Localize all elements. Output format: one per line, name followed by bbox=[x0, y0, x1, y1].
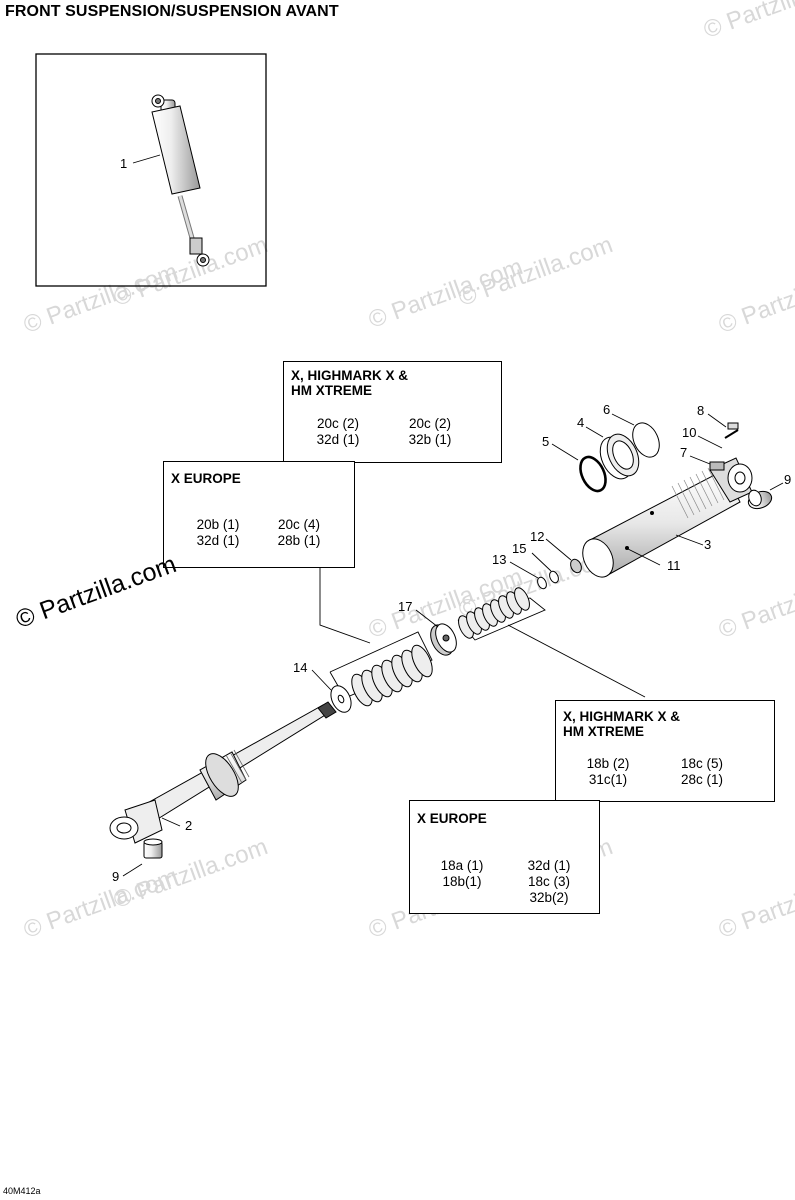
callout-9: 9 bbox=[112, 869, 119, 884]
callout-4: 4 bbox=[577, 415, 584, 430]
seal-parts bbox=[579, 422, 660, 493]
spring-stack bbox=[351, 644, 433, 707]
small-washers bbox=[537, 558, 582, 590]
kit-part: 28b (1) bbox=[277, 533, 321, 548]
kit-part: 18b (2) bbox=[586, 756, 630, 771]
kit-box-heading: X, HIGHMARK X & HM XTREME bbox=[291, 368, 409, 398]
kit-box-x-highmark-bottom: X, HIGHMARK X & HM XTREME 18b (2) 31c(1)… bbox=[555, 700, 775, 802]
callout-1: 1 bbox=[120, 156, 127, 171]
kit-part: 32d (1) bbox=[196, 533, 240, 548]
washer bbox=[330, 685, 352, 713]
valve bbox=[709, 422, 739, 471]
callout-5: 5 bbox=[542, 434, 549, 449]
callout-numbers: 1 2 3 4 5 6 7 8 9 9 10 11 12 13 14 15 17 bbox=[112, 156, 791, 884]
callout-15: 15 bbox=[512, 541, 526, 556]
diagram-code: 40M412a bbox=[3, 1186, 41, 1196]
bushing bbox=[143, 838, 163, 859]
callout-leaders bbox=[122, 413, 784, 877]
kit-part: 31c(1) bbox=[588, 772, 628, 787]
page-title: FRONT SUSPENSION/SUSPENSION AVANT bbox=[5, 3, 339, 20]
kit-part: 20c (2) bbox=[316, 416, 360, 431]
kit-part: 32d (1) bbox=[316, 432, 360, 447]
kit-part: 32d (1) bbox=[527, 858, 571, 873]
piston bbox=[430, 623, 457, 656]
kit-part: 28c (1) bbox=[680, 772, 724, 787]
kit-part: 18a (1) bbox=[440, 858, 484, 873]
kit-box-x-highmark-top: X, HIGHMARK X & HM XTREME 20c (2) 32d (1… bbox=[283, 361, 502, 463]
kit-part: 32b (1) bbox=[408, 432, 452, 447]
kit-box-heading: X EUROPE bbox=[171, 471, 241, 486]
callout-10: 10 bbox=[682, 425, 696, 440]
kit-box-heading: X EUROPE bbox=[417, 811, 487, 826]
shock-body bbox=[582, 457, 753, 578]
callout-13: 13 bbox=[492, 552, 506, 567]
kit-part: 18b(1) bbox=[442, 874, 482, 889]
callout-12: 12 bbox=[530, 529, 544, 544]
kit-part: 20c (2) bbox=[408, 416, 452, 431]
kit-part: 32b(2) bbox=[529, 890, 569, 905]
callout-7: 7 bbox=[680, 445, 687, 460]
shock-rod bbox=[109, 701, 337, 844]
kit-box-x-europe-bottom: X EUROPE 18a (1) 18b(1) 32d (1) 18c (3) … bbox=[409, 800, 600, 914]
callout-8: 8 bbox=[697, 403, 704, 418]
callout-2: 2 bbox=[185, 818, 192, 833]
callout-14: 14 bbox=[293, 660, 307, 675]
inset-frame bbox=[35, 53, 267, 287]
callout-17: 17 bbox=[398, 599, 412, 614]
kit-part: 18c (3) bbox=[527, 874, 571, 889]
kit-box-x-europe-top: X EUROPE 20b (1) 32d (1) 20c (4) 28b (1) bbox=[163, 461, 355, 568]
callout-6: 6 bbox=[603, 402, 610, 417]
callout-11: 11 bbox=[667, 558, 681, 573]
spring-stack-small bbox=[458, 587, 530, 639]
kit-box-heading: X, HIGHMARK X & HM XTREME bbox=[563, 709, 681, 739]
callout-3: 3 bbox=[704, 537, 711, 552]
callout-9: 9 bbox=[784, 472, 791, 487]
kit-part: 20b (1) bbox=[196, 517, 240, 532]
kit-part: 18c (5) bbox=[680, 756, 724, 771]
kit-part: 20c (4) bbox=[277, 517, 321, 532]
bushing bbox=[747, 489, 773, 510]
shock-overview bbox=[151, 94, 210, 267]
